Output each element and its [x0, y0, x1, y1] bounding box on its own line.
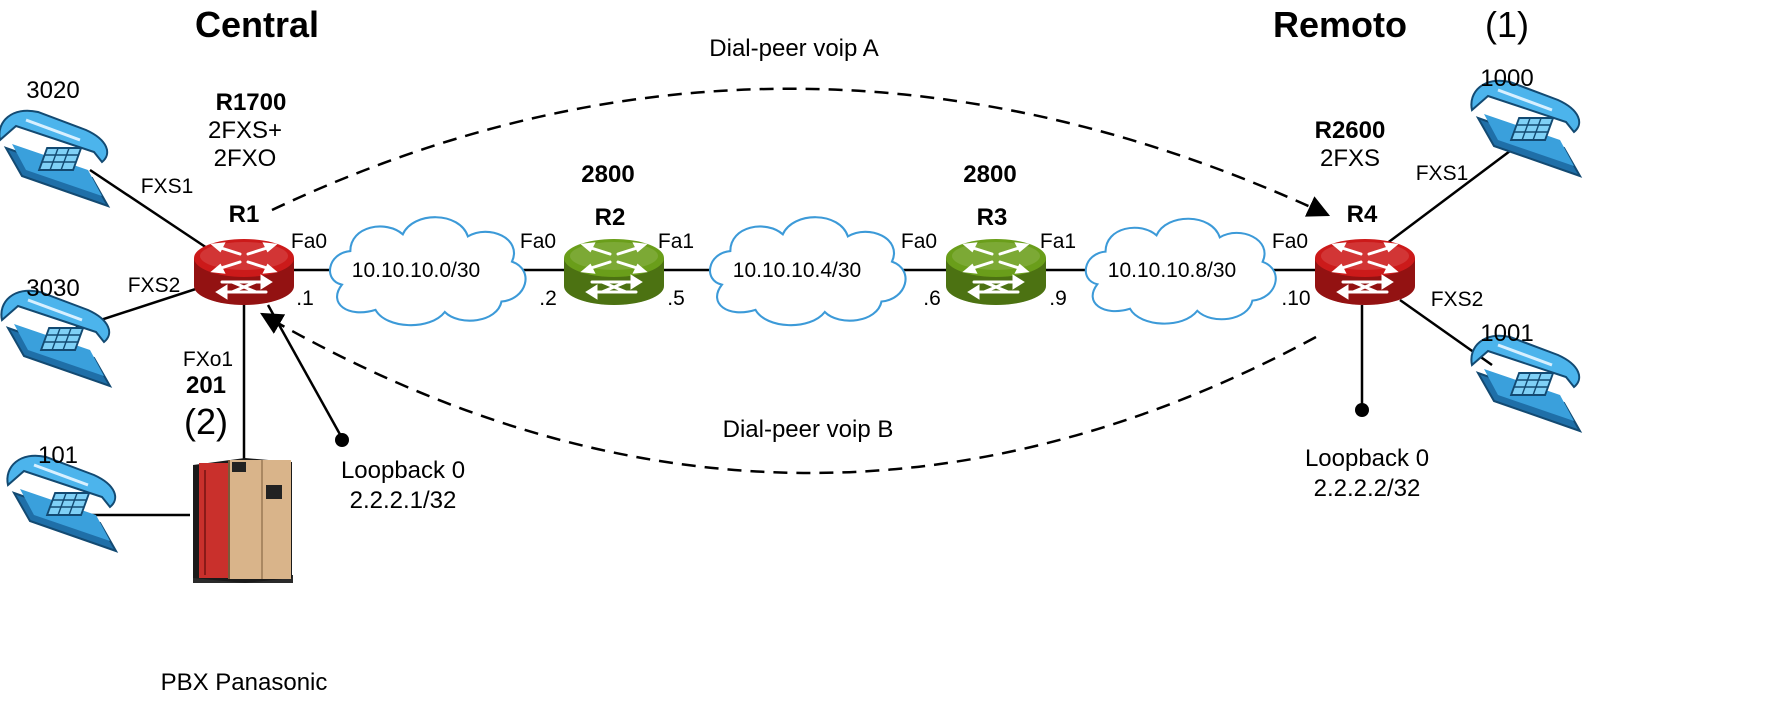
r3-fa1-ip-label: .9	[1049, 287, 1067, 310]
phone-3020-label: 3020	[26, 77, 79, 104]
r2-model: 2800	[581, 161, 634, 188]
r2-fa1-label: Fa1	[658, 230, 694, 253]
r4-ports-line1: 2FXS	[1320, 145, 1380, 172]
network-1-label: 10.10.10.0/30	[352, 259, 480, 282]
r1-model: R1700	[216, 89, 287, 116]
remoto-title: Remoto	[1273, 4, 1407, 45]
network-cloud-2	[708, 216, 907, 327]
phone-3030-label: 3030	[26, 275, 79, 302]
phone-3030-icon	[0, 289, 112, 388]
dial-peer-a-arc	[271, 87, 1331, 217]
loopback-r1-name: Loopback 0	[341, 457, 465, 484]
r4-fa0-label: Fa0	[1272, 230, 1308, 253]
router-r4-icon	[1313, 237, 1417, 307]
r1-ports-line2: 2FXO	[214, 145, 277, 172]
phone-1001-label: 1001	[1480, 320, 1533, 347]
r1-fxo1-label: FXo1	[183, 348, 233, 371]
r2-fa0-label: Fa0	[520, 230, 556, 253]
r4-fxs2-label: FXS2	[1431, 288, 1484, 311]
pbx-extension: 201	[186, 372, 226, 399]
marker-1: (1)	[1485, 4, 1529, 45]
r3-fa0-ip-label: .6	[923, 287, 941, 310]
dial-peer-b-label: Dial-peer voip B	[723, 416, 894, 443]
r4-name: R4	[1347, 201, 1378, 228]
phone-1000-label: 1000	[1480, 65, 1533, 92]
r1-ports-line1: 2FXS+	[208, 117, 282, 144]
marker-2: (2)	[184, 401, 228, 442]
router-r3-icon	[944, 237, 1048, 307]
r1-fxs1-label: FXS1	[141, 175, 194, 198]
network-cloud-1	[328, 216, 527, 327]
r4-model: R2600	[1315, 117, 1386, 144]
phone-1000-icon	[1469, 79, 1582, 178]
loopback-r4-dot	[1355, 403, 1369, 417]
phone-101-label: 101	[38, 442, 78, 469]
network-2-label: 10.10.10.4/30	[733, 259, 861, 282]
r1-fxs2-label: FXS2	[128, 274, 181, 297]
r2-name: R2	[595, 204, 626, 231]
r3-model: 2800	[963, 161, 1016, 188]
r2-fa1-ip-label: .5	[667, 287, 685, 310]
r3-name: R3	[977, 204, 1008, 231]
dial-peer-b-arc	[260, 312, 1317, 475]
pbx-label: PBX Panasonic	[161, 669, 328, 696]
r1-name: R1	[229, 201, 260, 228]
r2-fa0-ip-label: .2	[539, 287, 557, 310]
r1-fa0-label: Fa0	[291, 230, 327, 253]
r1-ip-label: .1	[296, 287, 314, 310]
router-r2-icon	[562, 237, 666, 307]
pbx-icon	[193, 458, 293, 583]
r4-ip-label: .10	[1281, 287, 1310, 310]
r3-fa0-label: Fa0	[901, 230, 937, 253]
loopback-r4-name: Loopback 0	[1305, 445, 1429, 472]
network-cloud-3	[1084, 217, 1277, 325]
cable-r1-phone-3020	[89, 168, 211, 252]
dial-peer-a-label: Dial-peer voip A	[709, 35, 878, 62]
loopback-r4-ip: 2.2.2.2/32	[1314, 475, 1421, 502]
network-3-label: 10.10.10.8/30	[1108, 259, 1236, 282]
phone-1001-icon	[1469, 334, 1582, 433]
cable-r4-phone-1000	[1377, 144, 1519, 251]
central-title: Central	[195, 4, 319, 45]
router-r1-icon	[192, 237, 296, 307]
loopback-r1-ip: 2.2.2.1/32	[350, 487, 457, 514]
r3-fa1-label: Fa1	[1040, 230, 1076, 253]
loopback-r1-dot	[335, 433, 349, 447]
r4-fxs1-label: FXS1	[1416, 162, 1469, 185]
phone-3020-icon	[0, 109, 110, 208]
phone-101-icon	[5, 454, 118, 553]
